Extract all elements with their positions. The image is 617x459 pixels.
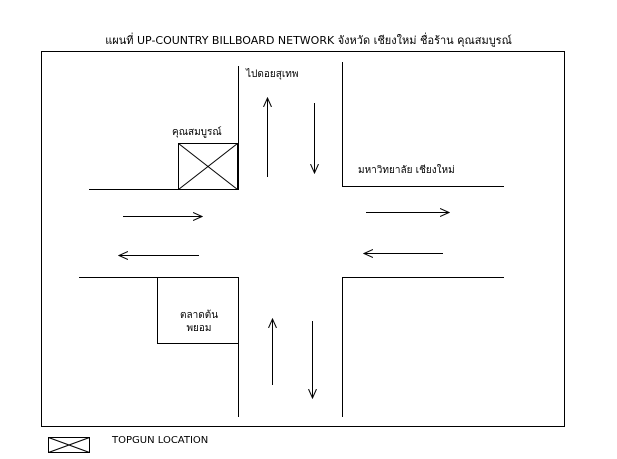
road-edge-north-west [89, 66, 239, 190]
traffic-arrows [119, 98, 449, 398]
label-market: ตลาดต้น พยอม [168, 309, 230, 335]
road-edges [79, 62, 504, 417]
label-market-line1: ตลาดต้น [179, 310, 219, 321]
road-edge-south-east [342, 277, 504, 417]
label-shop-name: คุณสมบูรณ์ [172, 127, 222, 138]
crossed-box-icon [48, 437, 90, 453]
legend-label: TOPGUN LOCATION [112, 435, 209, 446]
map-frame [41, 51, 565, 427]
label-chiang-mai-university-road: มหาวิทยาลัย เชียงใหม่ [358, 165, 455, 176]
road-edge-south-west [79, 277, 239, 417]
map-title: แผนที่ UP-COUNTRY BILLBOARD NETWORK จังห… [105, 34, 512, 47]
market-block [157, 278, 238, 344]
shop-location-marker [178, 143, 238, 190]
road-edge-north-east [342, 62, 504, 187]
label-market-line2: พยอม [186, 323, 212, 334]
label-doi-suthep-road: ไปดอยสุเทพ [246, 69, 299, 80]
